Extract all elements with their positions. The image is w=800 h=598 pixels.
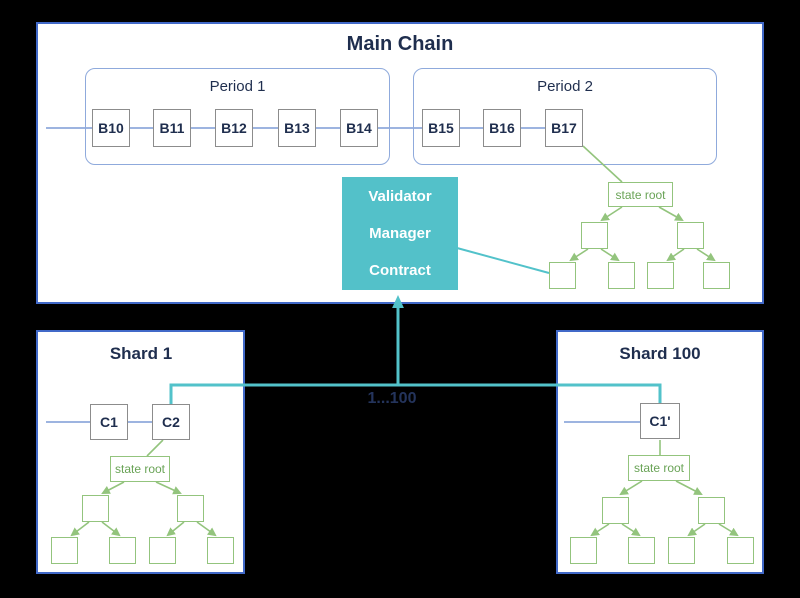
block-b15: B15	[422, 109, 460, 147]
merkle-leaf-node	[570, 537, 597, 564]
merkle-leaf-node	[647, 262, 674, 289]
merkle-leaf-node	[727, 537, 754, 564]
merkle-branch-node	[677, 222, 704, 249]
tree-arrow	[621, 523, 641, 537]
merkle-branch-node	[602, 497, 629, 524]
tree-arrow	[619, 480, 643, 496]
tree-arrow	[718, 523, 739, 537]
block-c2: C2	[152, 404, 190, 440]
merkle-branch-node	[82, 495, 109, 522]
merkle-leaf-node	[608, 262, 635, 289]
contract-label-line: Manager	[369, 225, 431, 242]
merkle-leaf-node	[109, 537, 136, 564]
merkle-branch-node	[698, 497, 725, 524]
block-c1-prime: C1'	[640, 403, 680, 439]
shard-100-state-root-box: state root	[628, 455, 690, 481]
block-b16: B16	[483, 109, 521, 147]
block-b17: B17	[545, 109, 583, 147]
tree-arrow	[196, 521, 217, 537]
merkle-leaf-node	[668, 537, 695, 564]
block-b12: B12	[215, 109, 253, 147]
main-state-root-box: state root	[608, 182, 673, 207]
block-b13: B13	[278, 109, 316, 147]
block-b14: B14	[340, 109, 378, 147]
shard-100-title: Shard 100	[619, 344, 701, 363]
block-c1: C1	[90, 404, 128, 440]
tree-arrow	[600, 248, 620, 262]
main-chain-title: Main Chain	[346, 33, 454, 55]
tree-arrow	[155, 481, 182, 495]
shards-collation-bus	[169, 383, 662, 406]
merkle-leaf-node	[628, 537, 655, 564]
merkle-leaf-node	[207, 537, 234, 564]
period-1-label: Period 1	[209, 78, 266, 95]
tree-arrow	[70, 521, 90, 537]
tree-arrow	[590, 523, 610, 537]
tree-arrow	[675, 480, 703, 495]
shard-1-state-root-box: state root	[110, 456, 170, 482]
tree-arrow	[600, 206, 623, 222]
tree-arrow	[166, 521, 185, 537]
contract-to-merkle-link	[456, 247, 550, 274]
tree-arrow	[696, 248, 716, 262]
tree-arrow	[101, 481, 125, 494]
merkle-leaf-node	[51, 537, 78, 564]
contract-label-line: Contract	[369, 262, 431, 279]
shard-1-title: Shard 1	[109, 344, 173, 363]
tree-arrow	[687, 523, 706, 537]
tree-arrow	[569, 248, 589, 262]
c2-stateroot-link	[146, 439, 164, 457]
b17-stateroot-link	[582, 145, 623, 183]
merkle-leaf-node	[703, 262, 730, 289]
block-b10: B10	[92, 109, 130, 147]
tree-arrow	[666, 248, 685, 262]
contract-label-line: Validator	[368, 188, 432, 205]
validator-manager-contract: Validator Manager Contract	[342, 177, 458, 290]
merkle-branch-node	[581, 222, 608, 249]
period-2-label: Period 2	[537, 78, 593, 95]
period-1-box: Period 1	[85, 68, 390, 165]
merkle-leaf-node	[549, 262, 576, 289]
merkle-leaf-node	[149, 537, 176, 564]
shard-range-label: 1...100	[367, 390, 417, 407]
merkle-branch-node	[177, 495, 204, 522]
tree-arrow	[101, 521, 121, 537]
block-b11: B11	[153, 109, 191, 147]
tree-arrow	[658, 206, 684, 222]
